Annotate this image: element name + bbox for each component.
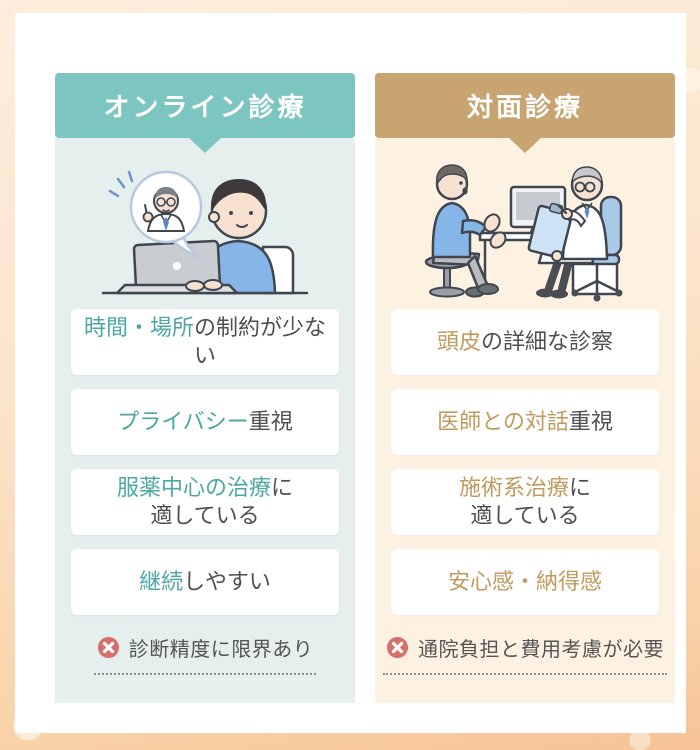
online-benefit-card-1: 時間・場所の制約が少ない bbox=[71, 309, 339, 375]
online-benefit-card-4: 継続しやすい bbox=[71, 549, 339, 615]
benefit-text: 施術系治療に bbox=[458, 475, 592, 500]
online-header-title: オンライン診療 bbox=[103, 92, 307, 122]
x-circle-icon bbox=[97, 636, 119, 659]
in-person-caution-row: 通院負担と費用考慮が必要 bbox=[383, 633, 667, 675]
benefit-text-line2: 適している bbox=[470, 503, 580, 528]
benefit-text: 継続しやすい bbox=[139, 569, 271, 594]
online-illustration bbox=[55, 138, 355, 309]
online-panel: 時間・場所の制約が少ない プライバシー重視 服薬中心の治療に 適している 継続し… bbox=[55, 138, 355, 703]
x-circle-icon bbox=[386, 636, 409, 659]
online-header-pointer bbox=[189, 138, 221, 153]
in-person-header-banner: 対面診療 bbox=[375, 73, 675, 153]
in-person-caution-note: 通院負担と費用考慮が必要 bbox=[375, 633, 675, 675]
in-person-benefit-card-4: 安心感・納得感 bbox=[391, 549, 659, 615]
in-person-benefit-card-3: 施術系治療に 適している bbox=[391, 469, 659, 535]
in-person-panel: 頭皮の詳細な診察 医師との対話重視 施術系治療に 適している 安心感・納得感 bbox=[375, 138, 675, 703]
benefit-text: 時間・場所の制約が少ない bbox=[83, 315, 327, 368]
in-person-benefit-card-2: 医師との対話重視 bbox=[391, 389, 659, 455]
benefit-text: 頭皮の詳細な診察 bbox=[436, 329, 614, 354]
column-online: オンライン診療 bbox=[55, 73, 355, 703]
benefit-text: プライバシー重視 bbox=[117, 409, 293, 434]
online-caution-text: 診断精度に限界あり bbox=[128, 639, 314, 661]
online-caution-row: 診断精度に限界あり bbox=[93, 633, 317, 675]
column-in-person: 対面診療 bbox=[375, 73, 675, 703]
in-person-header-pointer bbox=[509, 138, 541, 153]
benefit-text: 安心感・納得感 bbox=[447, 569, 602, 594]
online-benefit-card-3: 服薬中心の治療に 適している bbox=[71, 469, 339, 535]
in-person-benefit-card-1: 頭皮の詳細な診察 bbox=[391, 309, 659, 375]
benefit-text-line2: 適している bbox=[150, 503, 260, 528]
benefit-text: 医師との対話重視 bbox=[437, 409, 613, 434]
in-person-caution-text: 通院負担と費用考慮が必要 bbox=[418, 639, 664, 661]
online-benefit-card-2: プライバシー重視 bbox=[71, 389, 339, 455]
online-caution-note: 診断精度に限界あり bbox=[55, 633, 355, 675]
online-header-banner: オンライン診療 bbox=[55, 73, 355, 153]
in-person-header-title: 対面診療 bbox=[466, 92, 583, 122]
in-person-illustration bbox=[375, 138, 675, 309]
online-consultation-illustration-svg bbox=[101, 170, 309, 295]
content-area: オンライン診療 bbox=[15, 13, 686, 733]
in-person-benefit-list: 頭皮の詳細な診察 医師との対話重視 施術系治療に 適している 安心感・納得感 bbox=[375, 309, 675, 615]
face-to-face-consultation-illustration-svg bbox=[424, 164, 623, 302]
online-benefit-list: 時間・場所の制約が少ない プライバシー重視 服薬中心の治療に 適している 継続し… bbox=[55, 309, 355, 615]
benefit-text: 服薬中心の治療に bbox=[116, 475, 294, 500]
